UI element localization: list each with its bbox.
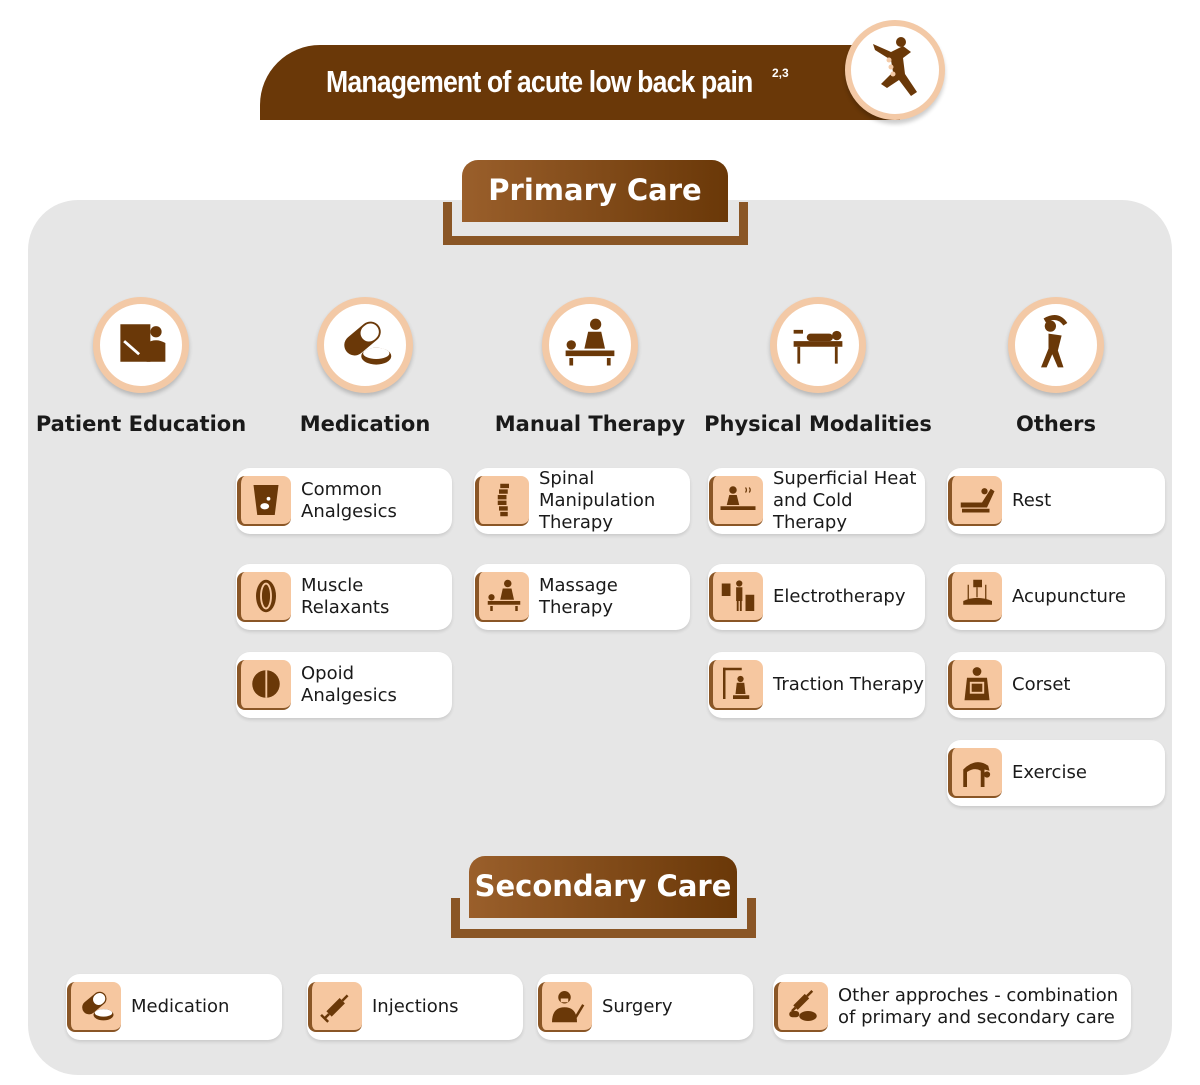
syringe-pills-icon [774,982,828,1032]
card-label: Muscle Relaxants [301,575,390,618]
secondary-treatment-card: Medication [66,974,282,1040]
page-title: Management of acute low back pain [326,64,753,99]
others-heading: Others [1016,412,1096,436]
treatment-card: Acupuncture [947,564,1165,630]
physical-modalities-category-icon [770,297,866,393]
traction-icon [709,660,763,710]
treatment-card: Corset [947,652,1165,718]
treatment-card: Exercise [947,740,1165,806]
card-label: Medication [131,996,230,1017]
secondary-treatment-card: Surgery [537,974,753,1040]
card-label: Traction Therapy [773,674,924,695]
pills-icon [67,982,121,1032]
card-label: Rest [1012,490,1052,511]
patient-education-heading: Patient Education [35,412,247,436]
others-category-icon [1008,297,1104,393]
treatment-card: Superficial Heat and Cold Therapy [708,468,925,534]
card-label: Other approches - combination of primary… [838,985,1119,1028]
massage-icon [475,572,529,622]
heat-therapy-icon [709,476,763,526]
pills-icon [335,313,395,377]
spine-icon [475,476,529,526]
stretching-person-icon [1026,313,1086,377]
treatment-card: Common Analgesics [236,468,452,534]
card-label: Common Analgesics [301,479,397,522]
medication-heading: Medication [299,412,431,436]
secondary-care-heading: Secondary Care [469,856,737,918]
syringe-icon [308,982,362,1032]
primary-care-heading: Primary Care [462,160,728,222]
card-label: Spinal Manipulation Therapy [539,468,656,533]
patient-education-category-icon [93,297,189,393]
secondary-treatment-card: Other approches - combination of primary… [773,974,1131,1040]
teacher-icon [111,313,171,377]
manual-therapy-category-icon [542,297,638,393]
muscle-icon [237,572,291,622]
exercise-icon [948,748,1002,798]
electrotherapy-icon [709,572,763,622]
treatment-card: Spinal Manipulation Therapy [474,468,690,534]
card-label: Acupuncture [1012,586,1126,607]
corset-icon [948,660,1002,710]
massage-icon [560,313,620,377]
treatment-card: Rest [947,468,1165,534]
treatment-card: Electrotherapy [708,564,925,630]
title-banner [260,45,900,120]
primary-care-bracket [443,202,748,245]
card-label: Opoid Analgesics [301,663,397,706]
card-label: Massage Therapy [539,575,618,618]
surgeon-icon [538,982,592,1032]
recliner-icon [948,476,1002,526]
treatment-bed-icon [788,313,848,377]
card-label: Exercise [1012,762,1087,783]
acupuncture-icon [948,572,1002,622]
title-reference: 2,3 [772,66,789,80]
treatment-card: Massage Therapy [474,564,690,630]
card-label: Electrotherapy [773,586,906,607]
tablet-icon [237,660,291,710]
back-pain-logo-icon [845,20,945,120]
card-label: Corset [1012,674,1071,695]
secondary-care-bracket [451,898,756,938]
treatment-card: Opoid Analgesics [236,652,452,718]
card-label: Injections [372,996,459,1017]
medication-category-icon [317,297,413,393]
physical-modalities-heading: Physical Modalities [704,412,932,436]
treatment-card: Muscle Relaxants [236,564,452,630]
secondary-treatment-card: Injections [307,974,523,1040]
treatment-card: Traction Therapy [708,652,925,718]
cup-pills-icon [237,476,291,526]
manual-therapy-heading: Manual Therapy [494,412,686,436]
card-label: Surgery [602,996,673,1017]
card-label: Superficial Heat and Cold Therapy [773,468,917,533]
